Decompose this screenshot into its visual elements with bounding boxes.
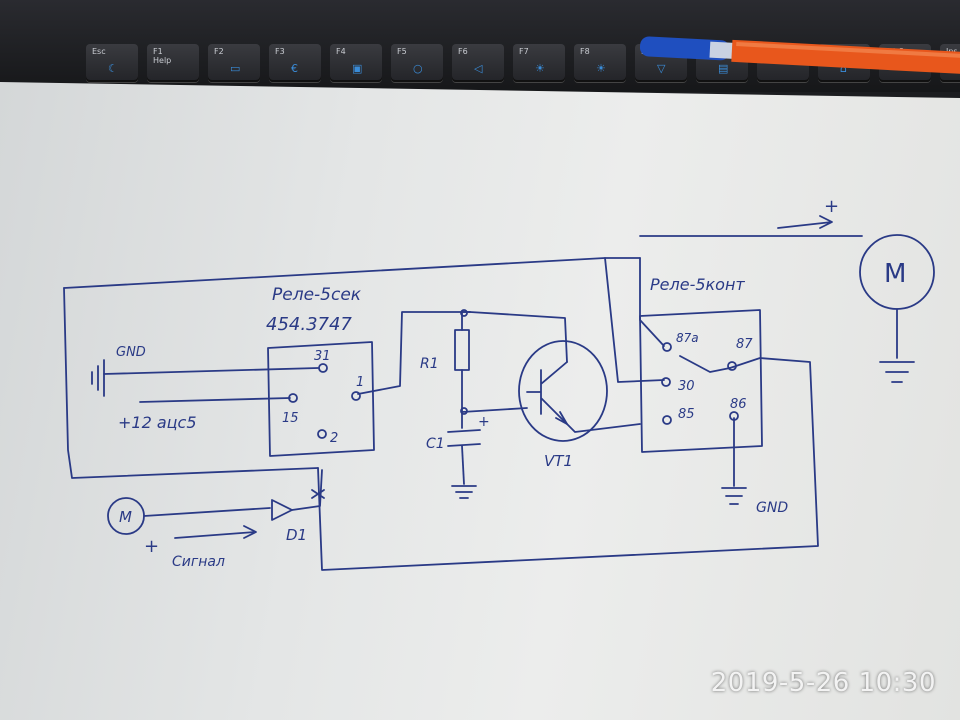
battery-icon: ▭ bbox=[230, 62, 241, 75]
wire-top bbox=[63, 257, 641, 289]
brightness-icon: ☀ bbox=[535, 62, 545, 75]
keyboard-key: F2 ▭ bbox=[208, 44, 260, 82]
vt1-label: VT1 bbox=[544, 452, 573, 470]
speaker-icon: ◁ bbox=[474, 62, 483, 75]
pin-31: 31 bbox=[314, 349, 331, 364]
relay-right-label: Реле-5конт bbox=[650, 275, 745, 294]
home-icon: ⌂ bbox=[840, 62, 847, 75]
keyboard-key-label: F4 bbox=[336, 47, 346, 56]
circle-icon: ○ bbox=[413, 62, 423, 75]
motor-right-label: M bbox=[884, 259, 906, 289]
keyboard-key-label: F1 Help bbox=[153, 47, 172, 65]
pen-icon bbox=[639, 36, 960, 75]
gnd-right-label: GND bbox=[756, 500, 788, 516]
brightness-icon: ☀ bbox=[596, 62, 606, 75]
motor-left-label: M bbox=[119, 508, 132, 526]
keyboard-key: Esc☾ bbox=[86, 44, 138, 82]
keyboard-key: F6 ◁ bbox=[452, 44, 504, 82]
c1-plus-label: + bbox=[478, 414, 490, 430]
gnd-left-label: GND bbox=[116, 345, 146, 360]
keyboard-key-label: F2 bbox=[214, 47, 224, 56]
euro-icon: € bbox=[291, 62, 298, 75]
pin-2: 2 bbox=[330, 431, 338, 446]
pin-85: 85 bbox=[678, 407, 695, 422]
keyboard-icon: ▤ bbox=[718, 62, 729, 75]
transistor-vt1 bbox=[518, 340, 608, 442]
pin-87: 87 bbox=[736, 337, 753, 352]
keyboard-key-label: F3 bbox=[275, 47, 285, 56]
pin-30: 30 bbox=[678, 379, 695, 394]
relay-left-box bbox=[267, 341, 375, 457]
keyboard-key: F3 € bbox=[269, 44, 321, 82]
relay-left-part: 454.3747 bbox=[266, 314, 352, 335]
moon-icon: ☾ bbox=[108, 62, 118, 75]
keyboard-key-label: F5 bbox=[397, 47, 407, 56]
photo-timestamp: 2019-5-26 10:30 bbox=[710, 668, 936, 698]
motor-plus-label: + bbox=[824, 196, 839, 217]
keyboard-key-label: F8 bbox=[580, 47, 590, 56]
relay-right-box bbox=[639, 309, 763, 453]
plus-12-label: +12 ацс5 bbox=[118, 413, 197, 432]
pin-1: 1 bbox=[356, 375, 364, 390]
signal-label: Сигнал bbox=[172, 554, 225, 570]
wire-left-loop bbox=[63, 287, 319, 479]
pin-87a: 87а bbox=[676, 331, 699, 345]
wifi-icon: ▽ bbox=[657, 62, 666, 75]
signal-plus-label: + bbox=[144, 536, 159, 557]
relay-left-label: Реле-5сек bbox=[272, 285, 362, 305]
r1-label: R1 bbox=[420, 356, 439, 372]
keyboard-key: F1 Help bbox=[147, 44, 199, 82]
monitor-icon: ▣ bbox=[352, 62, 363, 75]
keyboard-key: F7 ☀ bbox=[513, 44, 565, 82]
d1-label: D1 bbox=[286, 526, 307, 544]
keyboard-key: F8 ☀ bbox=[574, 44, 626, 82]
keyboard-key: F5 ○ bbox=[391, 44, 443, 82]
keyboard-key-label: F6 bbox=[458, 47, 468, 56]
c1-label: C1 bbox=[426, 436, 445, 452]
keyboard-key: F4 ▣ bbox=[330, 44, 382, 82]
keyboard-key-label: Esc bbox=[92, 47, 106, 56]
resistor-r1 bbox=[454, 329, 470, 371]
pin-15: 15 bbox=[282, 411, 299, 426]
pin-86: 86 bbox=[730, 397, 747, 412]
keyboard-key-label: F7 bbox=[519, 47, 529, 56]
